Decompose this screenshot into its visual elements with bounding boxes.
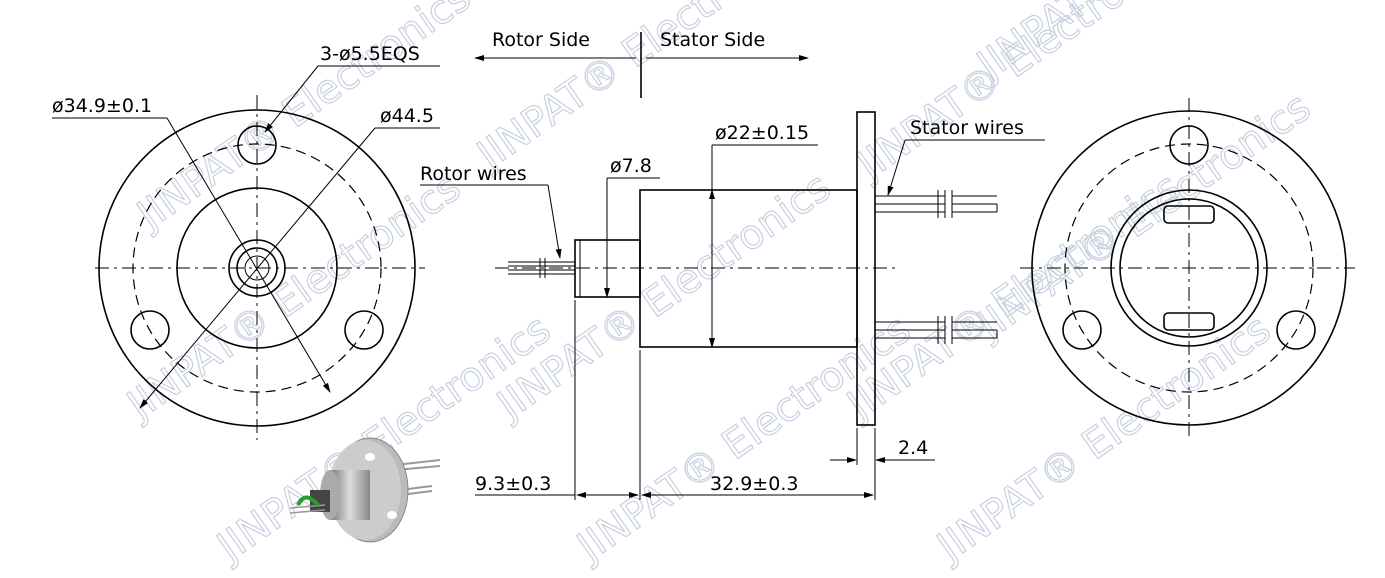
drawing-line xyxy=(130,310,170,350)
stator-wires-label: Stator wires xyxy=(910,117,1024,139)
rotor-side-label: Rotor Side xyxy=(492,29,590,51)
rotor-wires-label: Rotor wires xyxy=(420,163,527,185)
body-length-label: 32.9±0.3 xyxy=(710,473,798,495)
drawing-line xyxy=(365,453,375,461)
drawing-line xyxy=(264,65,319,133)
drawing-line xyxy=(344,310,384,350)
inner-diameter-label: ø34.9±0.1 xyxy=(52,95,152,117)
drawing-line xyxy=(887,139,906,196)
stator-wires xyxy=(875,190,998,344)
drawing-line xyxy=(387,511,397,519)
drawing-line xyxy=(856,111,876,426)
stator-side-label: Stator Side xyxy=(660,29,765,51)
drawing-line xyxy=(296,495,320,507)
stator-side-view xyxy=(1020,98,1355,438)
drawing-line xyxy=(547,184,562,259)
drawing-line xyxy=(1062,310,1102,350)
drawing-line xyxy=(1163,312,1215,331)
side-view: Rotor wires ø7.8 ø22±0.15 Stator wires 9… xyxy=(420,111,1045,500)
rotor-wires xyxy=(508,258,575,278)
product-3d-image xyxy=(289,437,441,543)
drawing-line xyxy=(289,509,326,514)
drawing-line xyxy=(289,504,326,509)
side-indicator: Rotor Side Stator Side xyxy=(474,29,809,98)
shaft-diameter-label: ø7.8 xyxy=(610,155,652,177)
drawing-line xyxy=(1276,310,1316,350)
outer-diameter-label: ø44.5 xyxy=(380,105,434,127)
rotor-side-view: ø34.9±0.1 3-ø5.5EQS ø44.5 xyxy=(52,43,440,440)
drawing-line xyxy=(166,117,331,393)
watermark: JINPAT® Electronics xyxy=(467,0,819,180)
flange-thickness-label: 2.4 xyxy=(898,437,928,459)
holes-label: 3-ø5.5EQS xyxy=(320,43,420,65)
shaft-length-label: 9.3±0.3 xyxy=(475,473,551,495)
body-diameter-label: ø22±0.15 xyxy=(715,122,809,144)
drawing-line xyxy=(139,127,376,409)
